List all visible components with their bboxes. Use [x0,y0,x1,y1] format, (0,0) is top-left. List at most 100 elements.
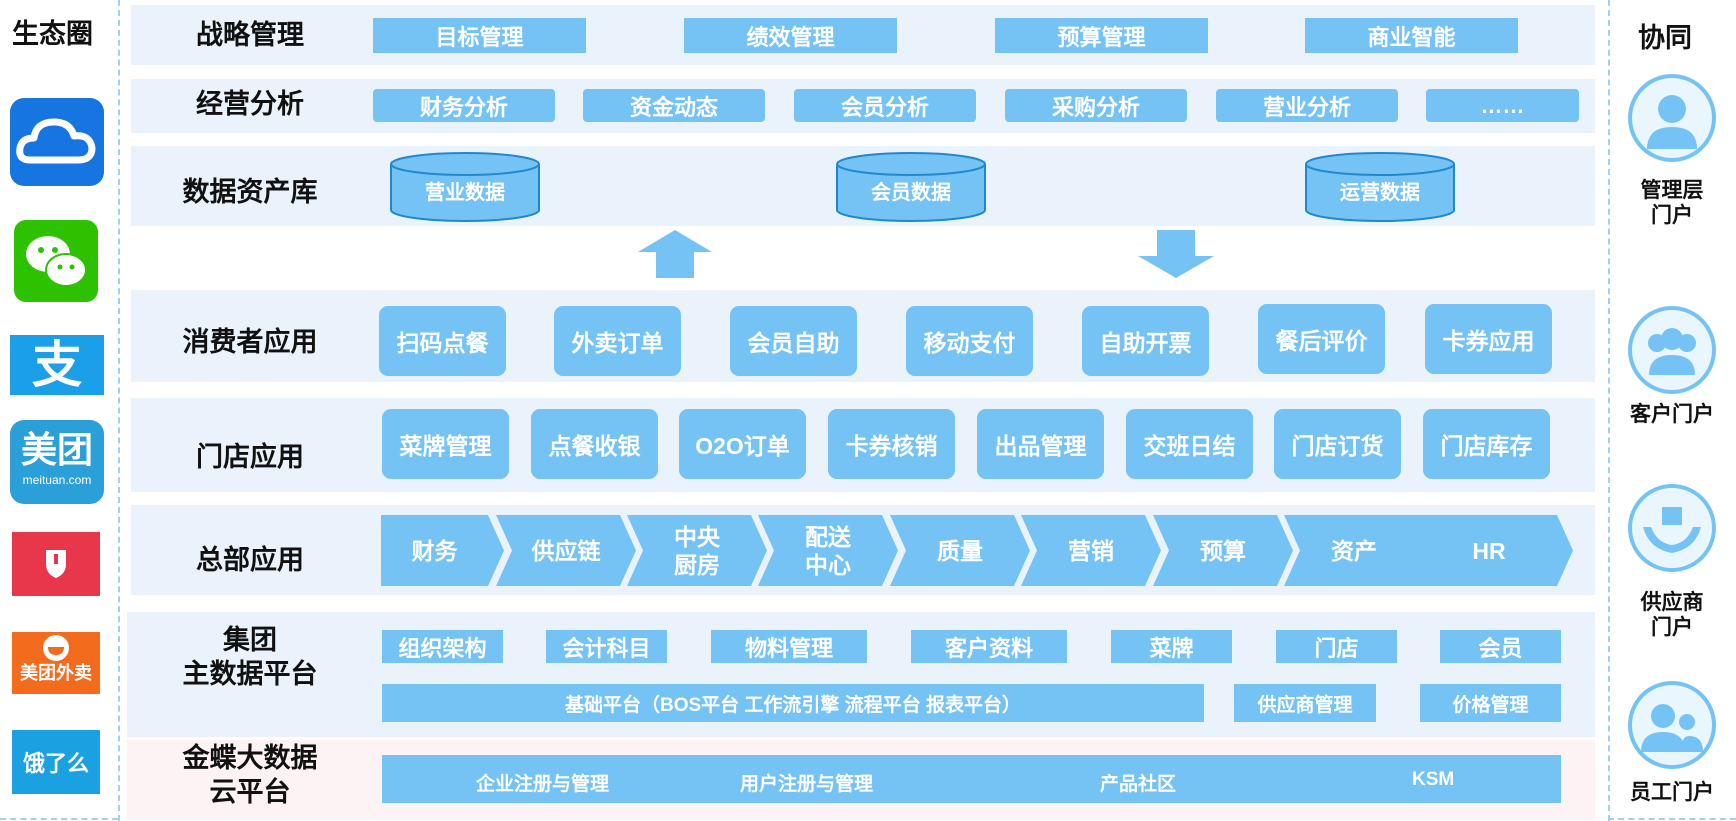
row-label-mdm: 集团 主数据平台 [182,625,318,689]
hq-stage-label: 质量 [937,537,983,564]
store-app[interactable]: 交班日结 [1126,409,1253,479]
strategy-item[interactable]: 目标管理 [373,18,586,53]
dianping-icon[interactable] [12,532,100,596]
right-bottom-divider [1608,818,1736,820]
store-app[interactable]: 卡券核销 [828,409,955,479]
mdm-item[interactable]: 菜牌 [1111,630,1232,663]
chevron-shape [381,515,504,586]
hq-stage[interactable]: 营销 [1021,515,1161,586]
consumer-app[interactable]: 自助开票 [1082,306,1209,376]
right-divider [1608,0,1610,821]
store-app[interactable]: 门店库存 [1423,409,1550,479]
base-platform[interactable]: 基础平台（BOS平台 工作流引擎 流程平台 报表平台） [382,684,1204,722]
consumer-app[interactable]: 移动支付 [906,306,1033,376]
chevron-shape [627,515,767,586]
consumer-app[interactable]: 餐后评价 [1258,304,1385,374]
store-app[interactable]: 出品管理 [977,409,1104,479]
analysis-item[interactable]: 财务分析 [373,89,555,122]
eleme-icon[interactable]: 饿了么 [12,730,100,794]
collab-title: 协同 [1638,23,1692,53]
asset-cylinder[interactable]: 会员数据 [836,152,986,222]
portal-label[interactable]: 客户门户 [1630,403,1714,426]
meituan-icon[interactable]: 美团 meituan.com [10,420,104,504]
price-management[interactable]: 价格管理 [1420,684,1561,722]
hq-stage-label: 中央 厨房 [674,523,720,578]
customers-icon[interactable] [1627,305,1717,395]
mdm-item[interactable]: 门店 [1276,630,1397,663]
row-label-assets: 数据资产库 [182,177,318,207]
strategy-item[interactable]: 预算管理 [995,18,1208,53]
cloud-item[interactable]: 产品社区 [1100,774,1177,795]
strategy-item[interactable]: 商业智能 [1305,18,1518,53]
consumer-app[interactable]: 卡券应用 [1425,304,1552,374]
hq-stage-label: 财务 [411,537,458,564]
asset-cylinder[interactable]: 运营数据 [1305,152,1455,222]
left-bottom-divider [0,818,118,820]
asset-cylinder[interactable]: 营业数据 [390,152,540,222]
chevron-shape [758,515,898,586]
ecosystem-title: 生态圈 [12,19,93,49]
cloud-platform-bar [382,755,1561,803]
analysis-item[interactable]: 会员分析 [794,89,976,122]
consumer-app[interactable]: 会员自助 [730,306,857,376]
row-label-analysis: 经营分析 [196,89,304,119]
analysis-item[interactable]: 营业分析 [1216,89,1398,122]
mdm-item[interactable]: 组织架构 [382,630,503,663]
hq-stage[interactable]: 预算 [1153,515,1293,586]
asset-label: 会员数据 [871,182,951,204]
cloud-icon[interactable] [10,98,104,186]
chevron-shape [1153,515,1293,586]
mdm-item[interactable]: 会员 [1440,630,1561,663]
manager-icon[interactable] [1627,73,1717,163]
analysis-item[interactable]: 资金动态 [583,89,765,122]
hq-stage-label: HR [1472,537,1506,564]
analysis-item[interactable]: …… [1426,89,1579,122]
portal-label[interactable]: 供应商 门户 [1640,591,1704,639]
database-icon [1305,152,1455,222]
bowl-icon [43,635,69,661]
mdm-item[interactable]: 物料管理 [711,630,867,663]
hq-stage[interactable]: 供应链 [496,515,636,586]
wechat-icon[interactable] [14,220,98,302]
hq-stage[interactable]: 质量 [890,515,1030,586]
store-app[interactable]: 菜牌管理 [382,409,509,479]
mdm-item[interactable]: 客户资料 [911,630,1067,663]
cloud-item[interactable]: 用户注册与管理 [740,774,874,795]
hq-stage-label: 供应链 [531,537,601,564]
cloud-item[interactable]: 企业注册与管理 [476,774,610,795]
hq-stage[interactable]: 财务 [381,515,504,586]
store-app[interactable]: 门店订货 [1274,409,1401,479]
store-app[interactable]: O2O订单 [679,409,806,479]
alipay-icon[interactable]: 支 [10,335,104,395]
arrow-down-icon [1138,230,1214,278]
supplier-icon[interactable] [1627,483,1717,573]
database-icon [390,152,540,222]
left-divider [118,0,120,821]
analysis-item[interactable]: 采购分析 [1005,89,1187,122]
consumer-app[interactable]: 外卖订单 [554,306,681,376]
hq-stage-label: 配送 中心 [805,523,851,578]
mdm-item[interactable]: 会计科目 [546,630,667,663]
chevron-shape [1021,515,1161,586]
hq-stage[interactable]: 中央 厨房 [627,515,767,586]
hq-stage[interactable]: 资产 [1284,515,1424,586]
hq-stage[interactable]: 配送 中心 [758,515,898,586]
store-app[interactable]: 点餐收银 [531,409,658,479]
hq-stage-label: 预算 [1200,537,1246,564]
chevron-shape [890,515,1030,586]
chevron-shape [1405,515,1573,586]
cloud-platform-items: 企业注册与管理 用户注册与管理 产品社区 KSM [382,755,1561,803]
portal-label[interactable]: 管理层 门户 [1640,179,1704,227]
employees-icon[interactable] [1627,680,1717,770]
asset-label: 运营数据 [1340,182,1420,204]
supplier-management[interactable]: 供应商管理 [1234,684,1376,722]
cloud-item[interactable]: KSM [1412,769,1455,790]
chevron-shape [496,515,636,586]
consumer-app[interactable]: 扫码点餐 [379,306,506,376]
database-icon [836,152,986,222]
hq-stage[interactable]: HR [1405,515,1573,586]
strategy-item[interactable]: 绩效管理 [684,18,897,53]
portal-label[interactable]: 员工门户 [1630,781,1714,804]
meituan-waimai-icon[interactable]: 美团外卖 [12,632,100,694]
chevron-shape [1284,515,1424,586]
